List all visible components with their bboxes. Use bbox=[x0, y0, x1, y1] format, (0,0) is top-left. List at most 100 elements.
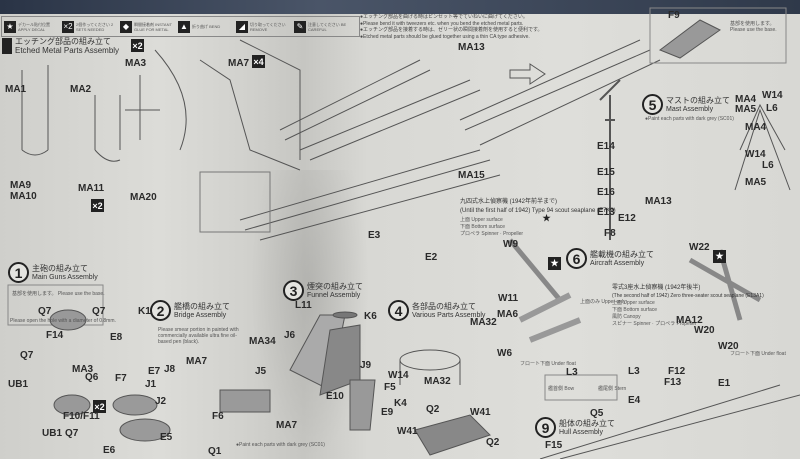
header-jp: エッチング部品の組み立て bbox=[15, 37, 111, 46]
part-label: MA34 bbox=[249, 336, 276, 347]
under-float-note: フロート下面 Under float bbox=[520, 361, 576, 367]
part-label: W41 bbox=[397, 426, 418, 437]
step-number: 5 bbox=[642, 94, 663, 115]
step-jp: マストの組み立て bbox=[666, 95, 730, 105]
legend-item: ★デカール貼付位置 APPLY DECAL bbox=[4, 20, 58, 33]
k6-part bbox=[332, 311, 358, 319]
star-icon: ★ bbox=[542, 213, 551, 223]
seaplane1-info: 九四式水上偵察機 (1942年前半まで) (Until the first ha… bbox=[460, 198, 616, 237]
ma32-ring bbox=[399, 349, 461, 371]
etched-notes: ●エッチング部品を曲げる時はピンセット等でていねいに曲げてください。 ●Plea… bbox=[360, 14, 543, 40]
part-label: W6 bbox=[497, 348, 512, 359]
part-label: MA5 bbox=[745, 177, 767, 188]
part-label: F7 bbox=[115, 373, 127, 384]
l3-box bbox=[544, 374, 618, 401]
step-en: Funnel Assembly bbox=[307, 291, 361, 299]
bow-label: 艦首側 Bow bbox=[548, 386, 575, 392]
part-label: Q7 bbox=[65, 428, 79, 439]
legend-item: ✎注意してください BE CAREFUL bbox=[294, 20, 348, 33]
part-label: MA7 bbox=[186, 356, 208, 367]
arrow-icon bbox=[509, 63, 546, 85]
seaplane-en: (Until the first half of 1942) Type 94 s… bbox=[460, 208, 616, 214]
part-label: E15 bbox=[597, 167, 615, 178]
part-label: K6 bbox=[364, 311, 377, 322]
part-label: W14 bbox=[388, 370, 409, 381]
part-label: Q7 bbox=[38, 306, 52, 317]
ma13-lattice bbox=[279, 59, 481, 161]
part-label: W41 bbox=[470, 407, 491, 418]
bridge-note: Please smear portion in painted with com… bbox=[158, 327, 239, 345]
seaplane-jp: 零式3座水上偵察機 (1942年後半) bbox=[612, 285, 701, 291]
seaplane2-info: 零式3座水上偵察機 (1942年後半) (The second half of … bbox=[612, 284, 764, 327]
x4-icon: ×4 bbox=[252, 55, 265, 68]
step-jp: 艦橋の組み立て bbox=[174, 301, 230, 311]
color-row: 下面 Bottom surface bbox=[460, 224, 506, 230]
part-label: E10 bbox=[326, 391, 344, 402]
part-label: F5 bbox=[384, 382, 396, 393]
color-row: 下面 Bottom surface bbox=[612, 307, 658, 313]
part-label: MA32 bbox=[470, 317, 497, 328]
part-label: E13 bbox=[597, 207, 615, 218]
part-label: W11 bbox=[498, 293, 519, 304]
photo-background-edge bbox=[0, 0, 800, 14]
q7-note: 基部を使用します。 Please use the base. bbox=[12, 291, 105, 297]
part-label: E1 bbox=[718, 378, 731, 389]
part-label: MA7 bbox=[276, 420, 298, 431]
part-label: Q2 bbox=[486, 437, 500, 448]
f6-part bbox=[219, 389, 271, 413]
stern-label: 艦尾側 Stern bbox=[598, 386, 627, 392]
x2-icon: ×2 bbox=[93, 400, 106, 413]
part-label: E3 bbox=[368, 230, 381, 241]
part-label: L11 bbox=[295, 300, 312, 311]
j1-part bbox=[112, 394, 158, 416]
j2-part bbox=[119, 418, 171, 442]
note: ●エッチング部品を接着する時は、ゼリー状の瞬間接着剤を使用すると便利です。 bbox=[360, 27, 543, 33]
f10-part bbox=[53, 394, 91, 416]
f9-part bbox=[658, 19, 721, 59]
part-label: F12 bbox=[668, 366, 686, 377]
part-label: MA4 bbox=[745, 122, 767, 133]
paint-note: ●Paint each parts with dark grey (SC01) bbox=[236, 442, 325, 448]
legend-item: ▲折り曲げ BEND bbox=[178, 20, 232, 33]
x2-icon: ×2 bbox=[91, 199, 104, 212]
part-label: W9 bbox=[503, 239, 518, 250]
part-label: UB1 bbox=[8, 379, 29, 390]
part-label: MA13 bbox=[645, 196, 672, 207]
part-label: K4 bbox=[394, 398, 407, 409]
seaplane-jp: 九四式水上偵察機 (1942年前半まで) bbox=[460, 199, 558, 205]
e9-part bbox=[349, 379, 376, 431]
hole-note: Please open the hole with a diameter of … bbox=[10, 318, 116, 324]
part-label: W14 bbox=[745, 149, 766, 160]
part-label: Q2 bbox=[426, 404, 440, 415]
part-label: W22 bbox=[689, 242, 710, 253]
ma15-lattice bbox=[239, 149, 501, 241]
header-marker bbox=[2, 38, 12, 54]
x2-icon: ×2 bbox=[131, 39, 144, 52]
step-jp: 主砲の組み立て bbox=[32, 263, 88, 273]
part-label: MA32 bbox=[424, 376, 451, 387]
step-number: 1 bbox=[8, 262, 29, 283]
step-en: Various Parts Assembly bbox=[412, 311, 486, 319]
part-label: MA4 bbox=[735, 94, 757, 105]
part-label: J6 bbox=[284, 330, 296, 341]
ma3-drawing bbox=[125, 49, 187, 151]
part-label: F10/F11 bbox=[63, 411, 100, 422]
detail-box bbox=[199, 171, 271, 233]
part-label: E8 bbox=[110, 332, 123, 343]
color-row: 上面 Upper surface bbox=[612, 300, 655, 306]
part-label: MA20 bbox=[130, 192, 157, 203]
part-label: J2 bbox=[155, 396, 167, 407]
color-row: 風防 Canopy bbox=[612, 314, 641, 320]
upper-only-note: 上面のみ Upper only bbox=[580, 299, 626, 305]
part-label: Q6 bbox=[85, 372, 99, 383]
hull-outline bbox=[539, 384, 800, 459]
part-label: J5 bbox=[255, 366, 267, 377]
part-label: MA10 bbox=[10, 191, 37, 202]
step-number: 9 bbox=[535, 417, 556, 438]
part-label: L6 bbox=[762, 160, 774, 171]
